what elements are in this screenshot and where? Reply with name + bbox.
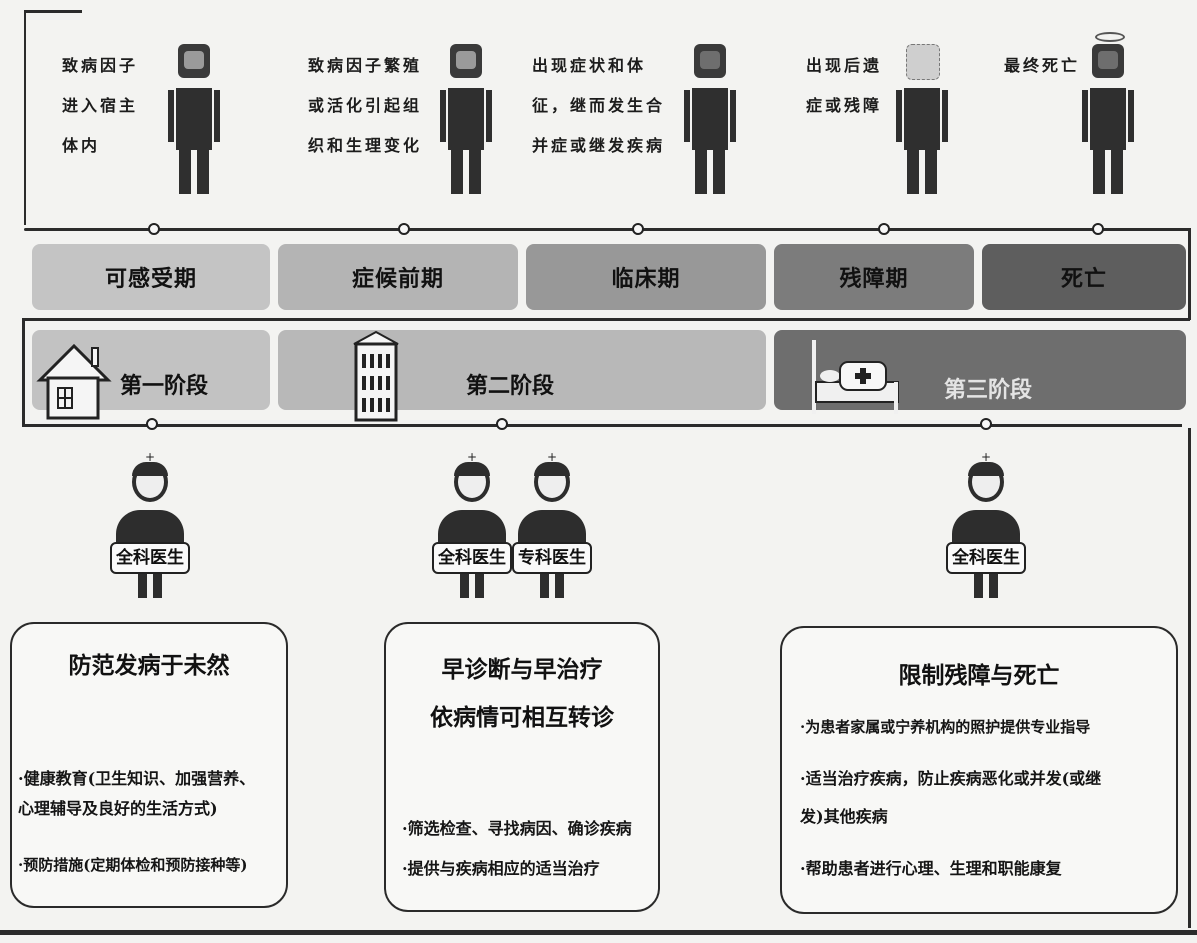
event-caption-5: 最终死亡: [1004, 46, 1080, 86]
box-item: ·预防措施(定期体检和预防接种等): [18, 850, 247, 880]
timeline-mid-line: [24, 318, 1190, 321]
timeline-node-1: [148, 223, 160, 235]
box-subtitle: 依病情可相互转诊: [386, 698, 658, 732]
doctor-badge-general: 全科医生: [110, 542, 190, 574]
stage-presymptomatic: 症候前期: [278, 244, 518, 310]
stage-clinical: 临床期: [526, 244, 766, 310]
box-item: ·为患者家属或宁养机构的照护提供专业指导: [800, 712, 1090, 742]
phase-second-label: 第二阶段: [466, 368, 554, 400]
phase-node-1: [146, 418, 158, 430]
box-item: ·适当治疗疾病，防止疾病恶化或并发(或继 发)其他疾病: [800, 760, 1101, 836]
hospital-building-icon: [350, 330, 402, 422]
person-disabled-icon: [896, 44, 948, 194]
top-frame-top: [24, 10, 82, 13]
box-item: ·筛选检查、寻找病因、确诊疾病: [402, 814, 632, 844]
phase-node-2: [496, 418, 508, 430]
phase-right-edge: [1188, 428, 1191, 928]
box-item: ·健康教育(卫生知识、加强营养、 心理辅导及良好的生活方式): [18, 764, 255, 824]
person-healthy-icon: [168, 44, 220, 194]
timeline-lower-line: [22, 424, 1182, 427]
stage-death: 死亡: [982, 244, 1186, 310]
doctor-specialist: + 专科医生: [512, 450, 592, 600]
event-caption-1: 致病因子 进入宿主 体内: [62, 46, 138, 166]
timeline-node-4: [878, 223, 890, 235]
prevention-box-tertiary: 限制残障与死亡 ·为患者家属或宁养机构的照护提供专业指导 ·适当治疗疾病，防止疾…: [780, 626, 1178, 914]
doctor-badge-general: 全科医生: [432, 542, 512, 574]
hospital-bed-icon: [808, 336, 904, 416]
timeline-top-line: [24, 228, 1190, 231]
bottom-line: [0, 930, 1197, 935]
event-caption-2: 致病因子繁殖 或活化引起组 织和生理变化: [308, 46, 422, 166]
prevention-box-secondary: 早诊断与早治疗 依病情可相互转诊 ·筛选检查、寻找病因、确诊疾病 ·提供与疾病相…: [384, 622, 660, 912]
house-icon: [36, 340, 112, 422]
doctor-badge-general: 全科医生: [946, 542, 1026, 574]
timeline-node-3: [632, 223, 644, 235]
stage-susceptible: 可感受期: [32, 244, 270, 310]
person-changes-icon: [440, 44, 492, 194]
phase-left-edge: [22, 318, 25, 426]
box-title: 限制残障与死亡: [782, 656, 1176, 690]
event-caption-3: 出现症状和体 征，继而发生合 并症或继发疾病: [532, 46, 665, 166]
top-frame-left: [24, 10, 26, 225]
doctor-badge-specialist: 专科医生: [512, 542, 592, 574]
box-item: ·提供与疾病相应的适当治疗: [402, 854, 600, 884]
doctor-general-1: + 全科医生: [110, 450, 190, 600]
phase-third-label: 第三阶段: [944, 372, 1032, 404]
prevention-box-primary: 防范发病于未然 ·健康教育(卫生知识、加强营养、 心理辅导及良好的生活方式) ·…: [10, 622, 288, 908]
box-title: 早诊断与早治疗: [386, 650, 658, 684]
box-item: ·帮助患者进行心理、生理和职能康复: [800, 854, 1062, 884]
box-title: 防范发病于未然: [12, 646, 286, 680]
phase-first-label: 第一阶段: [120, 368, 208, 400]
timeline-node-5: [1092, 223, 1104, 235]
stage-disability: 残障期: [774, 244, 974, 310]
doctor-general-3: + 全科医生: [946, 450, 1026, 600]
doctor-general-2: + 全科医生: [432, 450, 512, 600]
phase-node-3: [980, 418, 992, 430]
timeline-right-curve: [1188, 228, 1191, 320]
person-sick-icon: [684, 44, 736, 194]
person-deceased-icon: [1082, 44, 1134, 194]
event-caption-4: 出现后遗 症或残障: [806, 46, 882, 126]
timeline-node-2: [398, 223, 410, 235]
